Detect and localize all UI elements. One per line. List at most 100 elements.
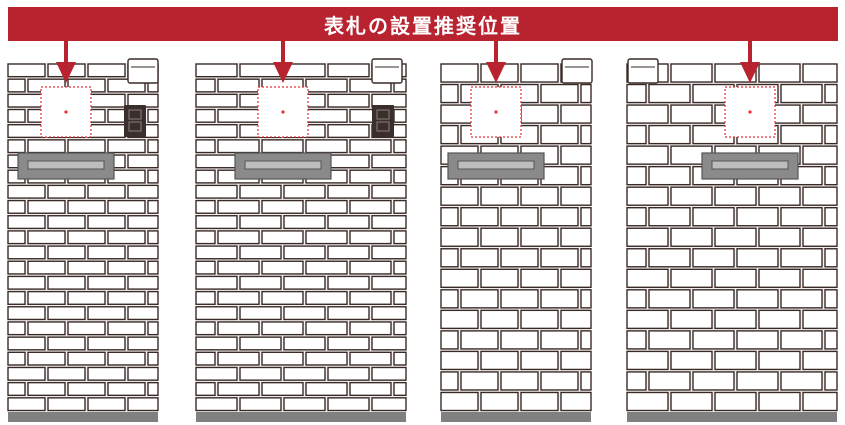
brick xyxy=(217,139,260,154)
brick xyxy=(824,165,838,186)
brick xyxy=(670,309,713,330)
wall-cap xyxy=(627,58,659,84)
brick xyxy=(7,139,26,154)
brick xyxy=(217,321,260,336)
brick xyxy=(87,245,126,260)
brick xyxy=(327,245,370,260)
brick xyxy=(217,290,260,305)
brick xyxy=(440,207,459,227)
brick xyxy=(371,306,407,321)
brick xyxy=(87,336,126,351)
brick xyxy=(107,290,146,305)
brick xyxy=(261,381,304,397)
brick xyxy=(87,215,126,230)
brick xyxy=(393,260,407,275)
intercom-button xyxy=(128,121,142,132)
brick xyxy=(127,306,159,321)
brick xyxy=(87,184,126,199)
brick xyxy=(127,275,159,290)
brick xyxy=(670,268,713,289)
brick xyxy=(67,290,106,305)
brick xyxy=(217,351,260,366)
brick xyxy=(670,350,713,371)
brick xyxy=(127,336,159,351)
brick xyxy=(520,104,559,124)
wall-3 xyxy=(440,41,593,422)
brick xyxy=(670,227,713,247)
brick xyxy=(802,104,838,124)
brick xyxy=(349,199,392,214)
brick xyxy=(540,83,579,104)
brick xyxy=(195,366,238,381)
brick xyxy=(500,207,539,227)
brick xyxy=(283,275,326,290)
brick xyxy=(626,248,647,268)
brick xyxy=(480,350,519,371)
brick xyxy=(195,215,238,230)
brick xyxy=(27,381,66,397)
brick xyxy=(283,245,326,260)
brick xyxy=(107,230,146,245)
brick xyxy=(47,184,86,199)
brick xyxy=(283,184,326,199)
brick xyxy=(239,184,282,199)
brick xyxy=(802,227,838,247)
nameplate-target-dot xyxy=(748,110,752,114)
brick xyxy=(540,248,579,268)
post-box-slot xyxy=(457,160,535,170)
brick xyxy=(67,381,106,397)
brick xyxy=(500,289,539,309)
brick xyxy=(47,336,86,351)
brick xyxy=(626,268,669,289)
brick xyxy=(460,371,499,391)
brick xyxy=(195,336,238,351)
wall-base xyxy=(196,412,406,422)
brick xyxy=(147,199,159,214)
brick xyxy=(560,391,592,412)
brick xyxy=(560,104,592,124)
brick xyxy=(195,199,216,214)
recommend-arrow-head xyxy=(273,62,293,83)
brick xyxy=(540,124,579,145)
brick xyxy=(626,289,647,309)
wall-base xyxy=(627,412,837,422)
brick xyxy=(195,275,238,290)
brick xyxy=(758,309,801,330)
brick xyxy=(626,330,647,350)
brick xyxy=(327,336,370,351)
brick xyxy=(393,321,407,336)
brick xyxy=(7,381,26,397)
brick xyxy=(440,227,479,247)
post-box-slot xyxy=(711,160,789,170)
wall-4 xyxy=(626,41,838,422)
brick xyxy=(349,230,392,245)
brick xyxy=(520,227,559,247)
title-text: 表札の設置推奨位置 xyxy=(324,13,522,38)
brick xyxy=(802,186,838,206)
brick xyxy=(47,245,86,260)
brick xyxy=(107,199,146,214)
brick xyxy=(440,268,479,289)
brick xyxy=(692,248,735,268)
brick xyxy=(305,290,348,305)
brick xyxy=(780,248,823,268)
brick xyxy=(147,230,159,245)
brick xyxy=(714,186,757,206)
brick xyxy=(7,351,26,366)
brick xyxy=(261,199,304,214)
brick xyxy=(67,139,106,154)
brick xyxy=(349,169,392,184)
brick xyxy=(626,145,669,165)
brick xyxy=(780,207,823,227)
brick xyxy=(261,139,304,154)
brick xyxy=(824,124,838,145)
brick xyxy=(802,350,838,371)
brick xyxy=(440,350,479,371)
brick xyxy=(27,290,66,305)
brick xyxy=(393,290,407,305)
brick xyxy=(195,230,216,245)
brick xyxy=(67,230,106,245)
brick xyxy=(714,227,757,247)
brick xyxy=(327,184,370,199)
